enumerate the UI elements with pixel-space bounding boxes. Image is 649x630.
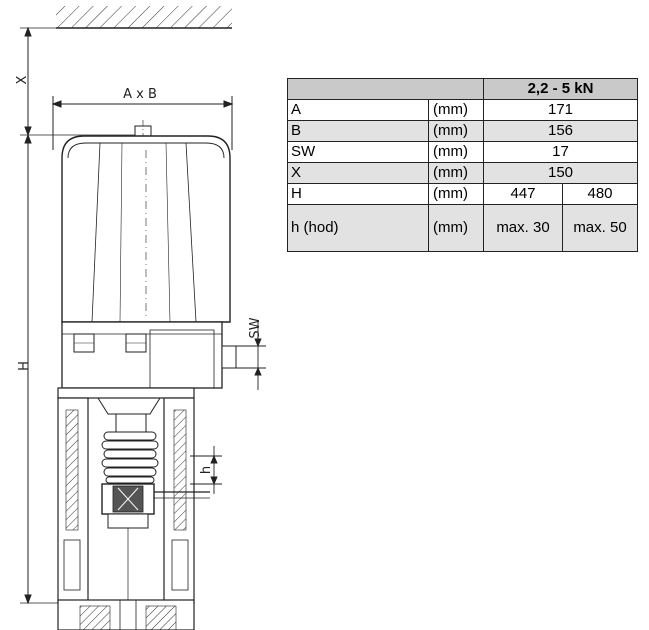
row-name: SW: [287, 141, 429, 163]
row-value: 156: [483, 120, 638, 142]
ab-dimension-label: A x B: [123, 87, 157, 102]
row-unit: (mm): [428, 183, 484, 205]
stem-coupling: [101, 483, 210, 600]
row-unit: (mm): [428, 141, 484, 163]
row-unit: (mm): [428, 204, 484, 252]
row-name: H: [287, 183, 429, 205]
table-row-b: B (mm) 156: [287, 120, 638, 142]
row-unit: (mm): [428, 120, 484, 142]
ab-dimension: [51, 96, 234, 150]
sw-dimension: [236, 320, 266, 390]
row-value-2: max. 50: [562, 204, 638, 252]
row-value: 171: [483, 99, 638, 121]
table-row-h: H (mm) 447 480: [287, 183, 638, 205]
h-stroke-dimension-label: h: [199, 466, 214, 474]
sw-dimension-label: SW: [248, 317, 263, 338]
x-dimension: [20, 26, 145, 137]
bellows: [101, 431, 159, 484]
actuator-dimension-drawing: X A x B H: [15, 6, 266, 630]
table-header-force: 2,2 - 5 kN: [483, 78, 638, 100]
row-name: h (hod): [287, 204, 429, 252]
valve-yoke: [57, 387, 195, 604]
row-value-1: 447: [483, 183, 563, 205]
row-name: A: [287, 99, 429, 121]
dimensions-table: 2,2 - 5 kN A (mm) 171 B (mm) 156 SW (mm)…: [287, 78, 638, 252]
table-header-blank: [287, 78, 484, 100]
table-header-row: 2,2 - 5 kN: [287, 78, 638, 100]
row-value: 17: [483, 141, 638, 163]
x-dimension-label: X: [15, 75, 30, 84]
row-value-2: 480: [562, 183, 638, 205]
row-value: 150: [483, 162, 638, 184]
h-stroke-dimension: [190, 446, 222, 494]
table-row-a: A (mm) 171: [287, 99, 638, 121]
table-row-stroke: h (hod) (mm) max. 30 max. 50: [287, 204, 638, 252]
h-total-dimension-label: H: [17, 361, 32, 371]
row-name: B: [287, 120, 429, 142]
row-name: X: [287, 162, 429, 184]
row-value-1: max. 30: [483, 204, 563, 252]
table-row-x: X (mm) 150: [287, 162, 638, 184]
actuator-housing: [61, 120, 237, 389]
valve-body: [57, 599, 195, 630]
ceiling-hatch: [56, 6, 232, 29]
row-unit: (mm): [428, 99, 484, 121]
table-row-sw: SW (mm) 17: [287, 141, 638, 163]
row-unit: (mm): [428, 162, 484, 184]
